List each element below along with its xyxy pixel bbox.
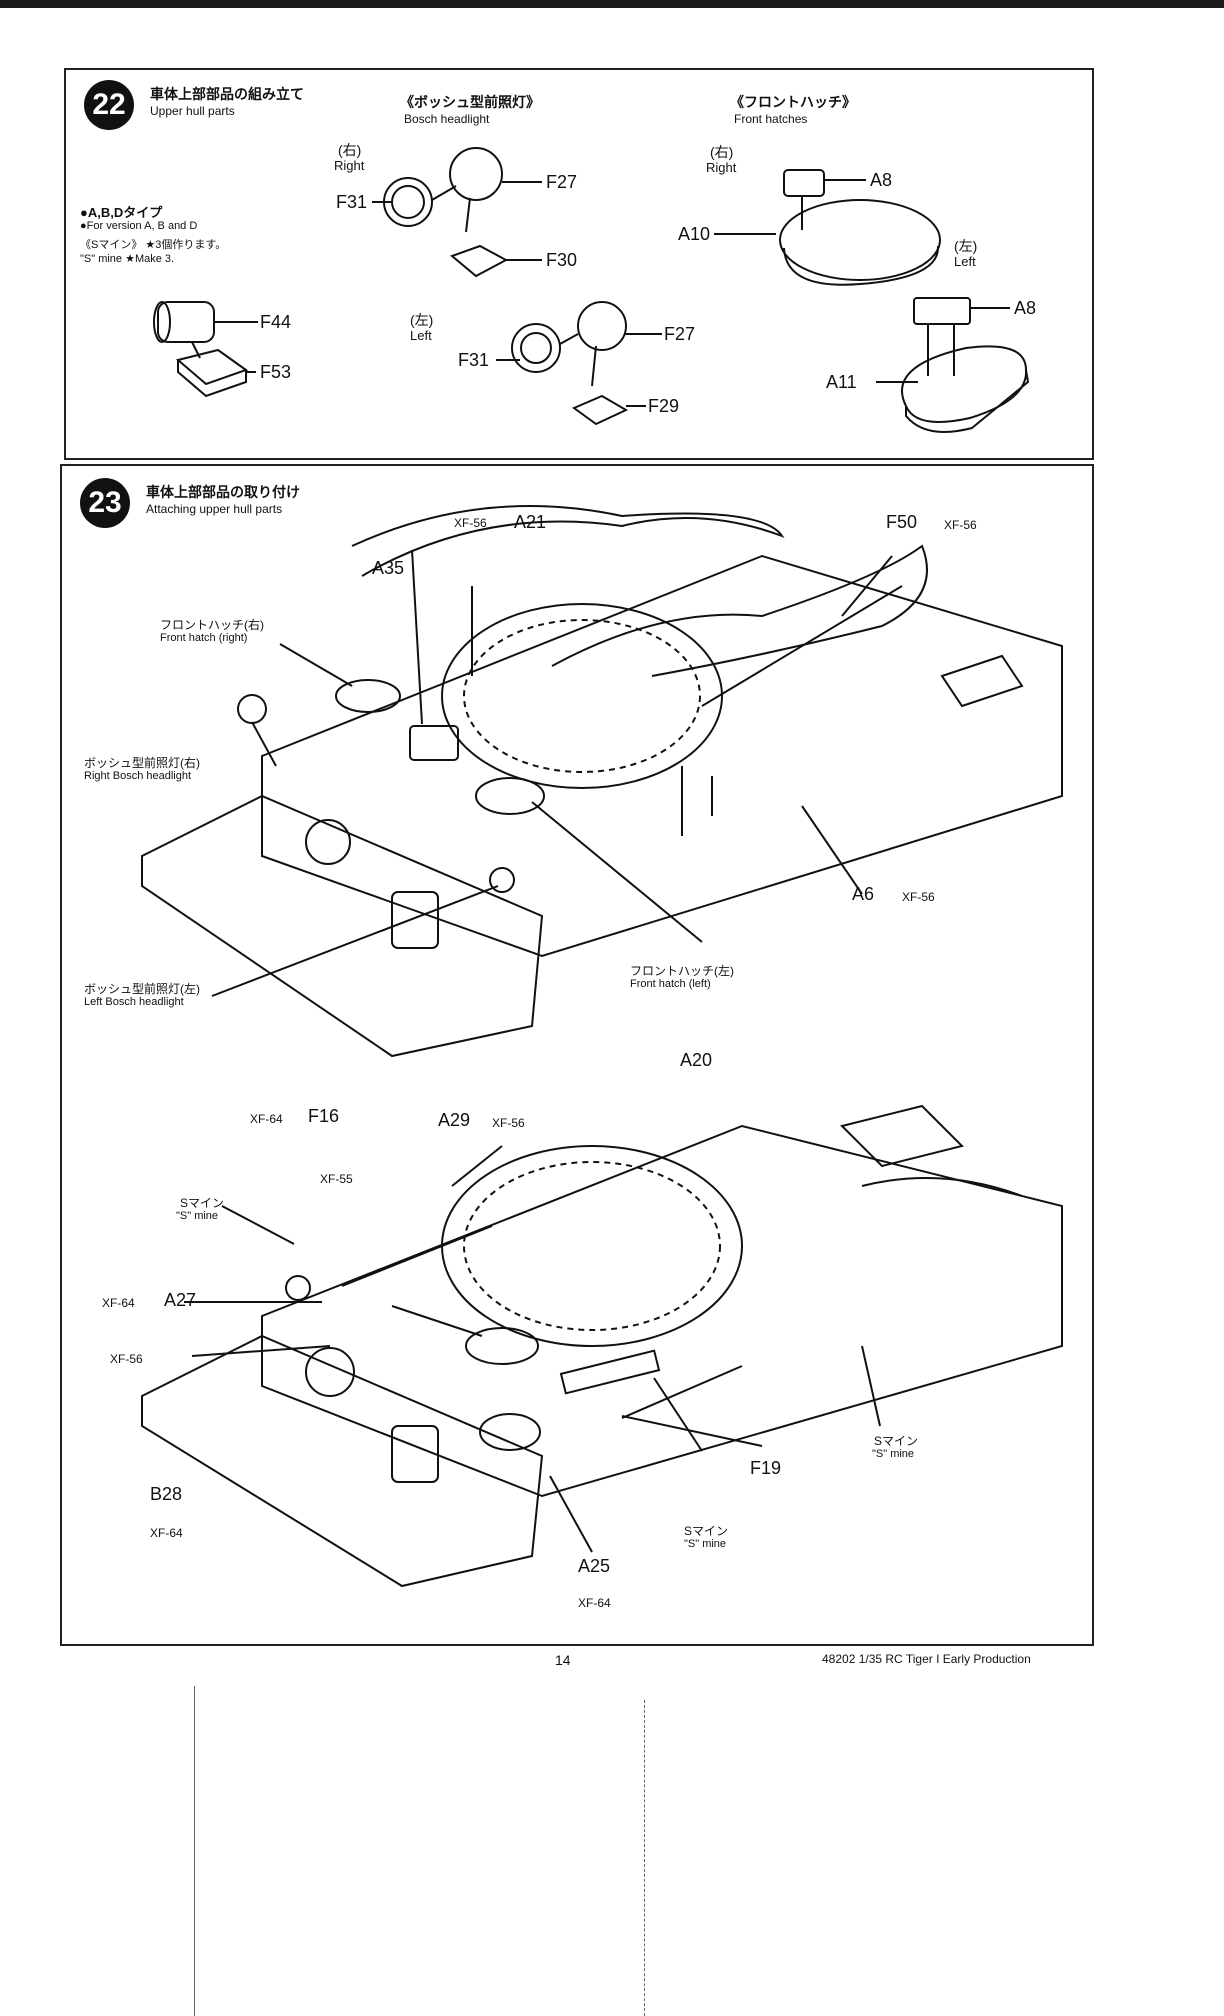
upper-hull-assembly-drawing	[141, 505, 1063, 1058]
paint-label-f16: XF-64	[250, 1112, 283, 1126]
part-label-f27-left: F27	[664, 324, 696, 344]
version-note-en: ●For version A, B and D	[80, 220, 198, 232]
part-label-f31-right: F31	[336, 192, 368, 212]
step-number-badge: 22	[84, 80, 134, 130]
part-label-f50: F50	[886, 512, 918, 532]
hatch-left-ja: フロントハッチ(左)	[630, 964, 734, 978]
hatch-left-en: Left	[954, 254, 976, 269]
part-label-a29: A29	[438, 1110, 471, 1130]
hatch-right-ja: フロントハッチ(右)	[160, 618, 264, 632]
step-title-en: Attaching upper hull parts	[146, 502, 283, 516]
top-rule	[0, 0, 1224, 8]
smine-part-drawing	[153, 301, 258, 398]
paint-label-a25: XF-64	[578, 1596, 611, 1610]
page-number: 14	[555, 1652, 571, 1668]
right-label-ja: (右)	[338, 142, 362, 158]
paint-label-a21: XF-56	[454, 516, 487, 530]
paint-label-b28: XF-64	[150, 1526, 183, 1540]
paint-label-a6: XF-56	[902, 890, 935, 904]
paint-label-a27: XF-64	[102, 1296, 135, 1310]
smine-note-ja: 《Sマイン》 ★3個作ります。	[80, 239, 227, 251]
part-label-a8-right: A8	[870, 170, 893, 190]
hatch-right-ja: (右)	[710, 144, 734, 160]
hatch-heading-en: Front hatches	[734, 112, 808, 126]
part-label-f19: F19	[750, 1458, 782, 1478]
step-22-panel: 22 車体上部部品の組み立て Upper hull parts ●A,B,Dタイ…	[64, 68, 1094, 460]
hatch-heading-ja: 《フロントハッチ》	[730, 94, 856, 110]
step-title-en: Upper hull parts	[150, 104, 235, 118]
bosch-heading-en: Bosch headlight	[404, 112, 490, 126]
smine-1-ja: Sマイン	[180, 1196, 225, 1210]
left-label-en: Left	[410, 328, 432, 343]
front-hatch-left-drawing	[876, 297, 1030, 433]
version-note-ja: ●A,B,Dタイプ	[80, 205, 163, 220]
step-number-badge: 23	[80, 478, 130, 528]
smine-3-en: "S" mine	[872, 1448, 915, 1460]
hatch-right-en: Right	[706, 160, 737, 175]
headlight-left-drawing	[496, 301, 662, 426]
part-label-a35: A35	[372, 558, 405, 578]
part-label-a6: A6	[852, 884, 875, 904]
bosch-heading-ja: 《ボッシュ型前照灯》	[400, 94, 540, 110]
step-23-panel: 23 車体上部部品の取り付け Attaching upper hull part…	[60, 464, 1094, 1646]
part-label-a10: A10	[678, 224, 711, 244]
smine-3-ja: Sマイン	[874, 1434, 919, 1448]
front-hatch-right-drawing	[714, 169, 941, 286]
headlight-right-en: Right Bosch headlight	[84, 770, 192, 782]
column-divider-left	[194, 1686, 195, 2016]
headlight-right-drawing	[372, 147, 542, 278]
part-label-a8-left: A8	[1014, 298, 1037, 318]
paint-label-a29: XF-56	[492, 1116, 525, 1130]
hatch-right-en: Front hatch (right)	[160, 632, 248, 644]
headlight-left-en: Left Bosch headlight	[84, 996, 184, 1008]
smine-2-ja: Sマイン	[684, 1524, 729, 1538]
part-label-a21: A21	[514, 512, 547, 532]
part-label-f29: F29	[648, 396, 680, 416]
paint-label-xf56: XF-56	[110, 1352, 143, 1366]
step-title-ja: 車体上部部品の組み立て	[150, 86, 304, 102]
smine-2-en: "S" mine	[684, 1538, 727, 1550]
smine-1-en: "S" mine	[176, 1210, 219, 1222]
smine-note-en: "S" mine ★Make 3.	[80, 253, 175, 265]
part-label-f31-left: F31	[458, 350, 490, 370]
part-label-f27-right: F27	[546, 172, 578, 192]
paint-label-f50: XF-56	[944, 518, 977, 532]
part-label-a25: A25	[578, 1556, 611, 1576]
part-label-b28: B28	[150, 1484, 183, 1504]
paint-label-xf55: XF-55	[320, 1172, 353, 1186]
product-footer: 48202 1/35 RC Tiger I Early Production	[822, 1652, 1031, 1666]
part-label-a20: A20	[680, 1050, 713, 1070]
part-label-f16: F16	[308, 1106, 340, 1126]
headlight-right-ja: ボッシュ型前照灯(右)	[84, 756, 200, 770]
part-label-a27: A27	[164, 1290, 197, 1310]
headlight-left-ja: ボッシュ型前照灯(左)	[84, 982, 200, 996]
left-label-ja: (左)	[410, 312, 434, 328]
hatch-left-en: Front hatch (left)	[630, 978, 711, 990]
lower-hull-assembly-drawing	[141, 1104, 1063, 1588]
right-label-en: Right	[334, 158, 365, 173]
step-22-drawing	[153, 147, 1030, 433]
step-title-ja: 車体上部部品の取り付け	[146, 484, 300, 500]
part-label-f30: F30	[546, 250, 578, 270]
column-divider-right	[644, 1700, 645, 2016]
part-label-f53: F53	[260, 362, 292, 382]
step-23-drawing	[141, 505, 1063, 1588]
part-label-a11: A11	[826, 372, 857, 392]
hatch-left-ja: (左)	[954, 238, 978, 254]
part-label-f44: F44	[260, 312, 292, 332]
